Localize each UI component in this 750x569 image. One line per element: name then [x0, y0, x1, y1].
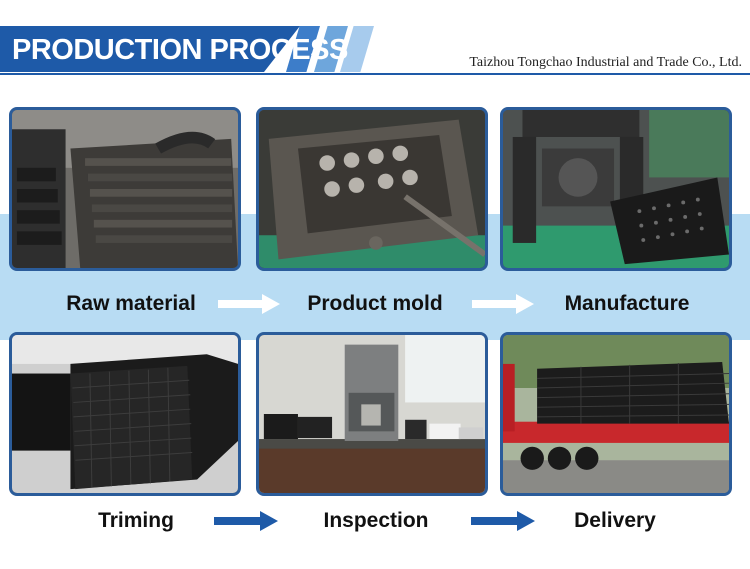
header: PRODUCTION PROCESS Taizhou Tongchao Indu… — [0, 0, 750, 86]
step-label-delivery: Delivery — [574, 509, 656, 532]
arrow-right-icon — [214, 511, 278, 531]
step-label-trimming: Triming — [98, 509, 174, 532]
step-label-manufacture: Manufacture — [564, 292, 690, 315]
page-title: PRODUCTION PROCESS — [12, 34, 348, 66]
delivery-photo — [500, 332, 732, 496]
arrow-right-icon — [471, 511, 535, 531]
manufacture-photo — [500, 107, 732, 271]
inspection-photo — [256, 332, 488, 496]
arrow-right-icon — [472, 294, 534, 314]
step-label-inspection: Inspection — [323, 509, 429, 532]
step-label-product-mold: Product mold — [307, 292, 443, 315]
trimming-photo — [9, 332, 241, 496]
product-mold-photo — [256, 107, 488, 271]
arrow-right-icon — [218, 294, 280, 314]
step-label-raw-material: Raw material — [66, 292, 196, 315]
company-name: Taizhou Tongchao Industrial and Trade Co… — [469, 55, 742, 70]
header-divider — [0, 73, 750, 75]
title-banner — [0, 26, 300, 72]
raw-material-photo — [9, 107, 241, 271]
